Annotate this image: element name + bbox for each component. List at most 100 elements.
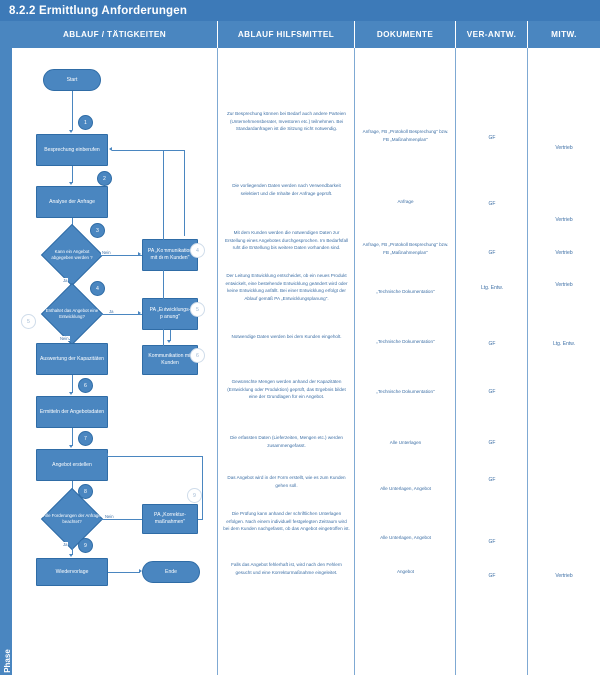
- edge-label-n8-ja: Ja: [62, 542, 69, 547]
- flow-node-n1[interactable]: Besprechung einberufen: [36, 134, 108, 166]
- flow-node-s9[interactable]: PA „Korrektur-maßnahmen": [142, 504, 198, 534]
- step-badge-2: 2: [97, 171, 112, 186]
- step-badge-1: 1: [78, 115, 93, 130]
- edge-label-n8-nein: Nein: [104, 514, 115, 519]
- step-badge-4: 4: [90, 281, 105, 296]
- hilfsmittel-cell-8: Das Angebot wird in der Form erstellt, w…: [227, 475, 346, 488]
- connector-s9-to-n7: [108, 456, 203, 457]
- verantw-cell-9: GF: [488, 539, 496, 545]
- connector-n4-to-n5: [72, 336, 73, 348]
- arrowhead-down: [69, 392, 74, 395]
- phase-band: Phase: [0, 21, 12, 675]
- flow-node-n2[interactable]: Analyse der Anfrage: [36, 186, 108, 218]
- flow-node-s4[interactable]: PA „Kommunikation mit dem Kunden": [142, 239, 198, 271]
- connector-s4-up: [184, 150, 185, 236]
- step-badge-3: 3: [90, 223, 105, 238]
- column-verantw: GF GF GF Ltg. Entw. GF GF GF GF GF GF: [456, 48, 528, 675]
- connector-loop-to-n1: [112, 150, 164, 151]
- dokumente-cell-3: Anfrage, FB „Protokoll Besprechung" bzw.…: [362, 242, 449, 255]
- dokumente-cell-5: „Technische Dokumentation": [376, 339, 435, 344]
- column-hilfsmittel: Zur Besprechung können bei Bedarf auch a…: [218, 48, 355, 675]
- hilfsmittel-cell-7: Die erfassten Daten (Lieferzeiten, Menge…: [230, 435, 343, 448]
- dokumente-cell-4: „Technische Dokumentation": [376, 289, 435, 294]
- verantw-cell-5: GF: [488, 341, 496, 347]
- connector-start-to-n1: [72, 91, 73, 130]
- mitw-cell-4: Vertrieb: [555, 282, 573, 288]
- connector-s4-loop-v: [163, 271, 164, 352]
- connector-n4-ja: [94, 314, 142, 315]
- dokumente-cell-2: Anfrage: [397, 199, 414, 204]
- hilfsmittel-cell-1: Zur Besprechung können bei Bedarf auch a…: [226, 111, 346, 132]
- dokumente-cell-9: Alle Unterlagen, Angebot: [380, 535, 431, 540]
- dokumente-cell-7: Alle Unterlagen: [389, 440, 422, 445]
- verantw-cell-7: GF: [488, 440, 496, 446]
- connector-s5-to-s6: [170, 330, 171, 341]
- verantw-cell-8: GF: [488, 477, 496, 483]
- arrowhead-left: [109, 147, 112, 152]
- step-badge-7: 7: [78, 431, 93, 446]
- mitw-cell-2: Vertrieb: [555, 217, 573, 223]
- edge-label-n3-nein: Nein: [101, 250, 112, 255]
- hilfsmittel-cell-5: Notwendige Daten werden bei dem Kunden e…: [231, 334, 342, 339]
- connector-s9-loop-v: [202, 456, 203, 519]
- dokumente-cell-1: Anfrage, FB „Protokoll Besprechung" bzw.…: [362, 129, 449, 142]
- arrowhead-down: [167, 340, 172, 343]
- arrowhead-left: [105, 453, 108, 458]
- arrowhead-down: [69, 445, 74, 448]
- edge-label-n4-ja: Ja: [108, 309, 115, 314]
- flow-node-end[interactable]: Ende: [142, 561, 200, 583]
- connector-s9-loop-h: [198, 519, 203, 520]
- flow-node-n7[interactable]: Angebot erstellen: [36, 449, 108, 481]
- step-badge-9: 9: [78, 538, 93, 553]
- connector-n8-to-n9: [72, 541, 73, 555]
- flow-node-start[interactable]: Start: [43, 69, 101, 91]
- connector-n3-nein: [94, 255, 142, 256]
- verantw-cell-10: GF: [488, 573, 496, 579]
- step-badge-8: 8: [78, 484, 93, 499]
- column-header-mitw: MITW.: [528, 21, 600, 48]
- column-header-verantw: VER-ANTW.: [456, 21, 528, 48]
- dokumente-cell-8: Alle Unterlagen, Angebot: [380, 486, 431, 491]
- step-badge-s9: 9: [187, 488, 202, 503]
- arrowhead-down: [69, 130, 74, 133]
- arrowhead-down: [69, 182, 74, 185]
- connector-loop-up: [163, 150, 164, 272]
- dokumente-cell-10: Angebot: [396, 569, 415, 574]
- dokumente-cell-6: „Technische Dokumentation": [376, 389, 435, 394]
- verantw-cell-1: GF: [488, 135, 496, 141]
- page-title: 8.2.2 Ermittlung Anforderungen: [0, 0, 600, 21]
- hilfsmittel-cell-9: Die Prüfung kann anhand der schriftliche…: [223, 511, 350, 532]
- arrowhead-down: [69, 554, 74, 557]
- hilfsmittel-cell-2: Die vorliegenden Daten werden nach Verwe…: [232, 183, 341, 196]
- column-header-row: ABLAUF / TÄTIGKEITEN ABLAUF HILFSMITTEL …: [12, 21, 600, 48]
- arrowhead-right: [138, 311, 141, 316]
- connector-n8-nein: [94, 519, 142, 520]
- connector-n6-to-n7: [72, 428, 73, 446]
- hilfsmittel-cell-4: Der Leitung Entwicklung entscheidet, ob …: [225, 273, 348, 301]
- column-header-dokumente: DOKUMENTE: [355, 21, 456, 48]
- verantw-cell-3: GF: [488, 250, 496, 256]
- arrowhead-down: [69, 339, 74, 342]
- connector-n9-to-end: [108, 572, 140, 573]
- flow-node-n5[interactable]: Auswertung der Kapazitäten: [36, 343, 108, 375]
- flow-node-n9[interactable]: Wiedervorlage: [36, 558, 108, 586]
- mitw-cell-10: Vertrieb: [555, 573, 573, 579]
- flow-node-s5[interactable]: PA „Entwicklungs-planung": [142, 298, 198, 330]
- step-badge-s6: 6: [190, 348, 205, 363]
- step-badge-s5: 5: [190, 302, 205, 317]
- edge-label-n3-ja: Ja: [62, 278, 69, 283]
- flow-node-n6[interactable]: Ermitteln der Angebotsdaten: [36, 396, 108, 428]
- step-badge-6: 6: [78, 378, 93, 393]
- connector-n5-to-n6: [72, 375, 73, 393]
- column-ablauf: Start Besprechung einberufen 1 Analyse d…: [12, 48, 218, 675]
- connector-n7-to-n8: [72, 481, 73, 494]
- chart-body: Start Besprechung einberufen 1 Analyse d…: [12, 48, 600, 675]
- connector-s6-loop-h: [163, 352, 175, 353]
- column-header-hilfsmittel: ABLAUF HILFSMITTEL: [218, 21, 355, 48]
- hilfsmittel-cell-3: Mit dem Kunden werden die notwendigen Da…: [224, 230, 349, 251]
- column-header-ablauf: ABLAUF / TÄTIGKEITEN: [12, 21, 218, 48]
- flow-node-s6[interactable]: Kommunikation mit Kunden: [142, 345, 198, 375]
- hilfsmittel-cell-6: Gewünschte Mengen werden anhand der Kapa…: [227, 379, 346, 400]
- step-badge-s4: 4: [190, 243, 205, 258]
- mitw-cell-3: Vertrieb: [555, 250, 573, 256]
